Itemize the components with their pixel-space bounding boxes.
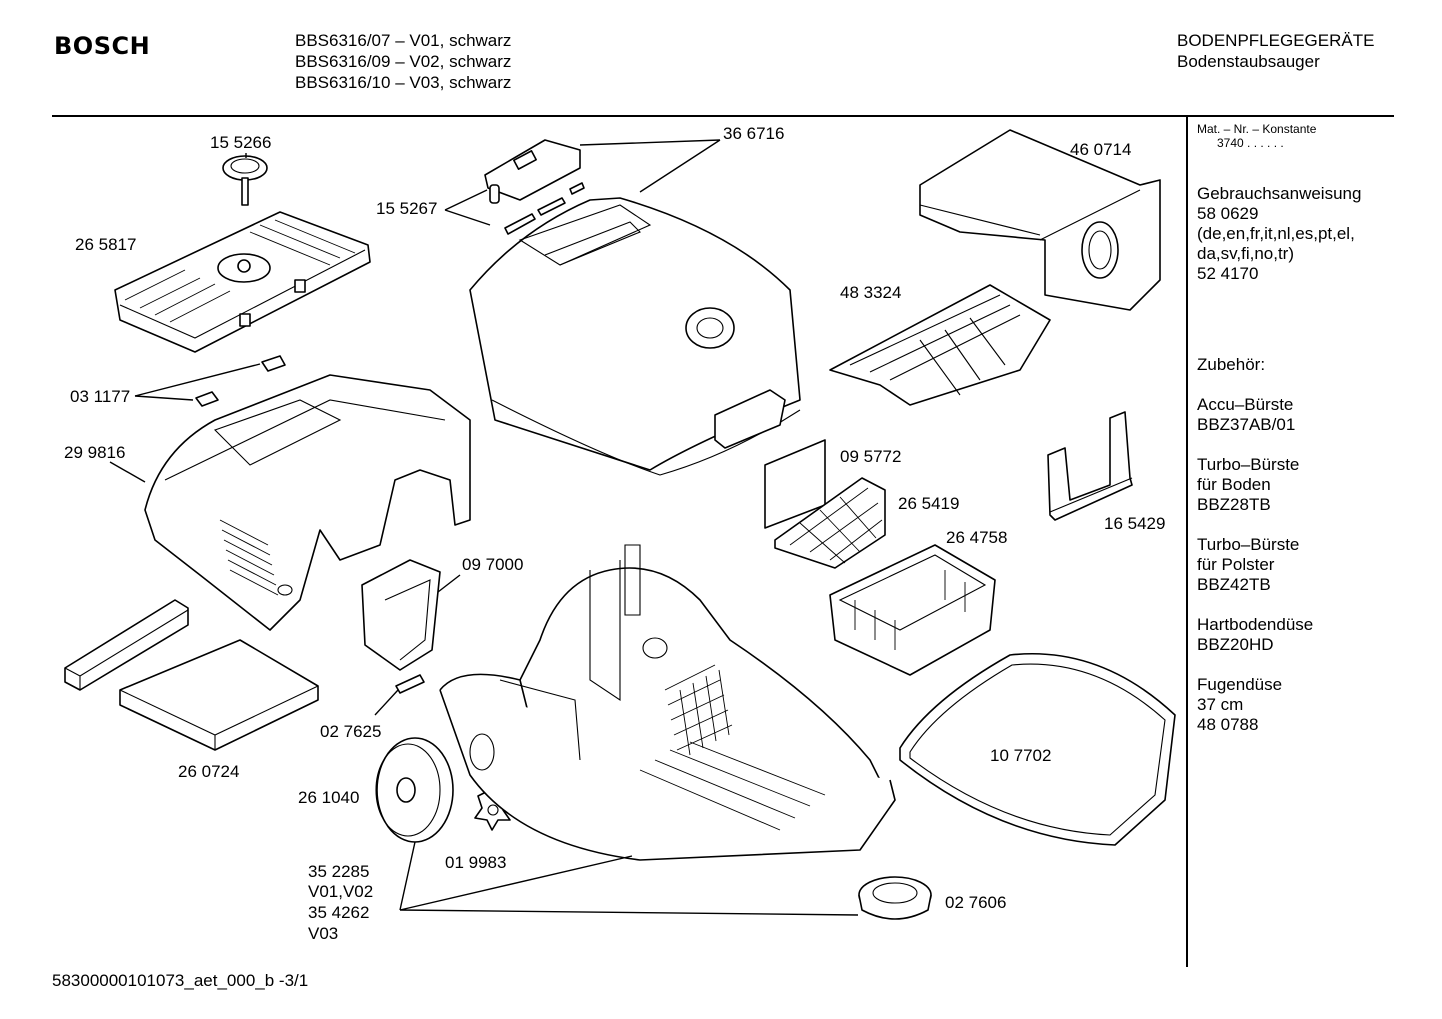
accessory-code: BBZ42TB xyxy=(1197,575,1271,594)
part-label: 36 6716 xyxy=(723,124,784,143)
part-latch xyxy=(484,139,585,235)
part-label: 26 0724 xyxy=(178,762,239,781)
part-label: 46 0714 xyxy=(1070,140,1131,159)
manual-number: 58 0629 xyxy=(1197,204,1259,223)
part-label: 15 5267 xyxy=(376,199,437,218)
part-label: V01,V02 xyxy=(308,882,373,901)
part-base xyxy=(439,544,896,861)
part-dust-bag xyxy=(919,129,1161,311)
accessory-name: Accu–Bürste xyxy=(1197,395,1294,414)
part-bag-frame xyxy=(829,284,1051,406)
part-label: 10 7702 xyxy=(990,746,1051,765)
part-label: 35 2285 xyxy=(308,862,369,881)
part-label: 26 4758 xyxy=(946,528,1007,547)
document-id: 58300000101073_aet_000_b xyxy=(52,971,275,990)
accessory-name: Hartbodendüse xyxy=(1197,615,1314,634)
category-block: BODENPFLEGEGERÄTE Bodenstaubsauger xyxy=(1177,30,1374,72)
part-grid-frame xyxy=(774,477,886,569)
part-motor-filter xyxy=(64,599,319,751)
part-filter-cover xyxy=(114,211,371,353)
part-label: 16 5429 xyxy=(1104,514,1165,533)
part-pads xyxy=(195,355,286,407)
accessory-name: Turbo–Bürste xyxy=(1197,535,1300,554)
accessory-detail: 37 cm xyxy=(1197,695,1244,714)
part-pin xyxy=(395,674,425,694)
mat-number-value: 3740 . . . . . . xyxy=(1217,136,1284,150)
part-label: 48 3324 xyxy=(840,283,901,302)
accessory-code: BBZ37AB/01 xyxy=(1197,415,1296,434)
part-bag-holder xyxy=(1047,411,1133,521)
part-upper-housing xyxy=(144,374,471,631)
part-cap xyxy=(858,876,932,920)
manual-languages: (de,en,fr,it,nl,es,pt,el, xyxy=(1197,224,1355,243)
part-filter-basket xyxy=(829,544,996,676)
accessory-detail: für Boden xyxy=(1197,475,1271,494)
part-label: 26 5419 xyxy=(898,494,959,513)
sidebar-divider xyxy=(1186,117,1188,967)
model-list: BBS6316/07 – V01, schwarz BBS6316/09 – V… xyxy=(295,30,511,93)
category-subtitle: Bodenstaubsauger xyxy=(1177,52,1320,71)
accessory-detail: für Polster xyxy=(1197,555,1275,574)
part-knob xyxy=(222,155,268,206)
part-label: 35 4262 xyxy=(308,903,369,922)
part-label: 03 1177 xyxy=(70,387,130,406)
category-title: BODENPFLEGEGERÄTE xyxy=(1177,31,1375,50)
header-divider xyxy=(52,115,1394,117)
part-label: 02 7606 xyxy=(945,893,1006,912)
part-label: 09 5772 xyxy=(840,447,901,466)
part-label: 29 9816 xyxy=(64,443,125,462)
manual-title: Gebrauchsanweisung xyxy=(1197,184,1362,203)
part-label: 01 9983 xyxy=(445,853,506,872)
part-gasket xyxy=(899,652,1176,846)
accessory-code: BBZ28TB xyxy=(1197,495,1271,514)
sidebar: Mat. – Nr. – Konstante 3740 . . . . . . … xyxy=(1197,122,1397,735)
model-line: BBS6316/09 – V02, schwarz xyxy=(295,52,512,71)
leader-lines xyxy=(109,139,859,916)
accessory-name: Turbo–Bürste xyxy=(1197,455,1300,474)
part-lid xyxy=(469,197,801,476)
manual-languages: da,sv,fi,no,tr) xyxy=(1197,244,1294,263)
accessory-name: Fugendüse xyxy=(1197,675,1283,694)
part-label: 26 1040 xyxy=(298,788,359,807)
accessory-code: 48 0788 xyxy=(1197,715,1259,734)
footer: 58300000101073_aet_000_b -3/1 xyxy=(52,971,308,991)
part-inlet xyxy=(361,559,441,671)
mat-number-header: Mat. – Nr. – Konstante xyxy=(1197,122,1317,136)
part-label: 02 7625 xyxy=(320,722,381,741)
accessories-title: Zubehör: xyxy=(1197,355,1266,374)
model-line: BBS6316/10 – V03, schwarz xyxy=(295,73,512,92)
part-label: V03 xyxy=(308,924,338,943)
accessory-code: BBZ20HD xyxy=(1197,635,1274,654)
manual-number-2: 52 4170 xyxy=(1197,264,1259,283)
page-number: -3/1 xyxy=(278,971,309,990)
part-label: 15 5266 xyxy=(210,133,271,152)
part-label: 09 7000 xyxy=(462,555,523,574)
model-line: BBS6316/07 – V01, schwarz xyxy=(295,31,512,50)
part-wheel xyxy=(375,737,454,843)
part-label: 26 5817 xyxy=(75,235,136,254)
brand-logo: BOSCH xyxy=(54,32,151,60)
